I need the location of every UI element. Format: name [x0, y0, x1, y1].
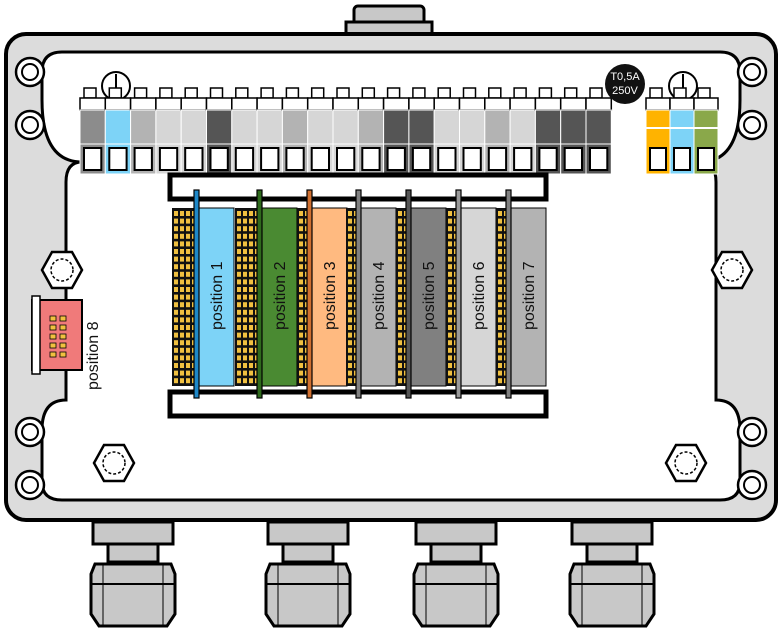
terminal-block: [79, 87, 107, 175]
hex-nut-icon: [664, 443, 708, 483]
terminal-block: [306, 87, 334, 175]
screw-icon: [736, 469, 768, 501]
terminal-block: [205, 87, 233, 175]
side-module-position-8: position 8: [31, 295, 102, 390]
terminal-block: [408, 87, 435, 175]
io-modules: position 1 position 2 position 3 position 4…: [172, 189, 547, 399]
io-module: position 7: [496, 189, 547, 399]
terminal-block: [458, 87, 486, 175]
terminal-block: [129, 87, 157, 175]
bottom-cable-glands: [89, 520, 656, 628]
module-label: position 5: [421, 261, 438, 330]
screw-icon: [14, 56, 46, 88]
corner-screws: [14, 56, 768, 501]
terminal-block: [382, 87, 410, 175]
terminal-block: [281, 87, 309, 175]
terminal-block: [357, 87, 385, 175]
terminal-block: [155, 87, 182, 175]
fuse: T0,5A 250V: [605, 64, 645, 104]
mounting-nuts: [40, 250, 754, 483]
screw-icon: [14, 109, 46, 141]
hex-nut-icon: [40, 250, 84, 290]
io-module: position 5: [396, 189, 447, 399]
fuse-voltage: 250V: [612, 85, 638, 97]
terminal-block: [559, 87, 587, 175]
power-terminal-strip: [645, 87, 719, 175]
cable-gland: [412, 520, 500, 628]
side-module-label: position 8: [85, 321, 102, 390]
io-module: position 4: [346, 189, 397, 399]
terminal-block: [433, 87, 461, 175]
terminal-block: [180, 87, 208, 175]
module-label: position 2: [272, 261, 289, 330]
module-label: position 6: [471, 261, 488, 330]
terminal-block: [256, 87, 284, 175]
io-module: position 3: [297, 189, 348, 399]
module-label: position 7: [521, 261, 538, 330]
terminal-block: [585, 87, 613, 175]
terminal-block: [534, 87, 562, 175]
screw-icon: [736, 416, 768, 448]
hex-nut-icon: [92, 443, 136, 483]
terminal-block-strip: [79, 87, 613, 175]
terminal-block: [509, 87, 537, 175]
power-terminal-block: [693, 87, 719, 175]
io-module: position 1: [172, 189, 235, 399]
cable-gland: [264, 520, 352, 628]
power-terminal-block: [645, 87, 671, 175]
module-label: position 1: [209, 261, 226, 330]
terminal-block: [484, 87, 511, 175]
cable-gland: [89, 520, 177, 628]
fuse-rating: T0,5A: [610, 71, 640, 83]
screw-icon: [736, 109, 768, 141]
terminal-block: [104, 87, 132, 175]
io-module: position 2: [235, 189, 298, 399]
hex-nut-icon: [710, 250, 754, 290]
terminal-block: [231, 87, 258, 175]
screw-icon: [14, 416, 46, 448]
io-module: position 6: [446, 189, 497, 399]
power-terminal-block: [669, 87, 695, 175]
terminal-block: [332, 87, 360, 175]
fuse-icon: [605, 64, 645, 104]
module-label: position 3: [322, 261, 339, 330]
screw-icon: [736, 56, 768, 88]
screw-icon: [14, 469, 46, 501]
cable-gland: [568, 520, 656, 628]
module-label: position 4: [371, 261, 388, 330]
top-cable-gland: [344, 4, 434, 38]
